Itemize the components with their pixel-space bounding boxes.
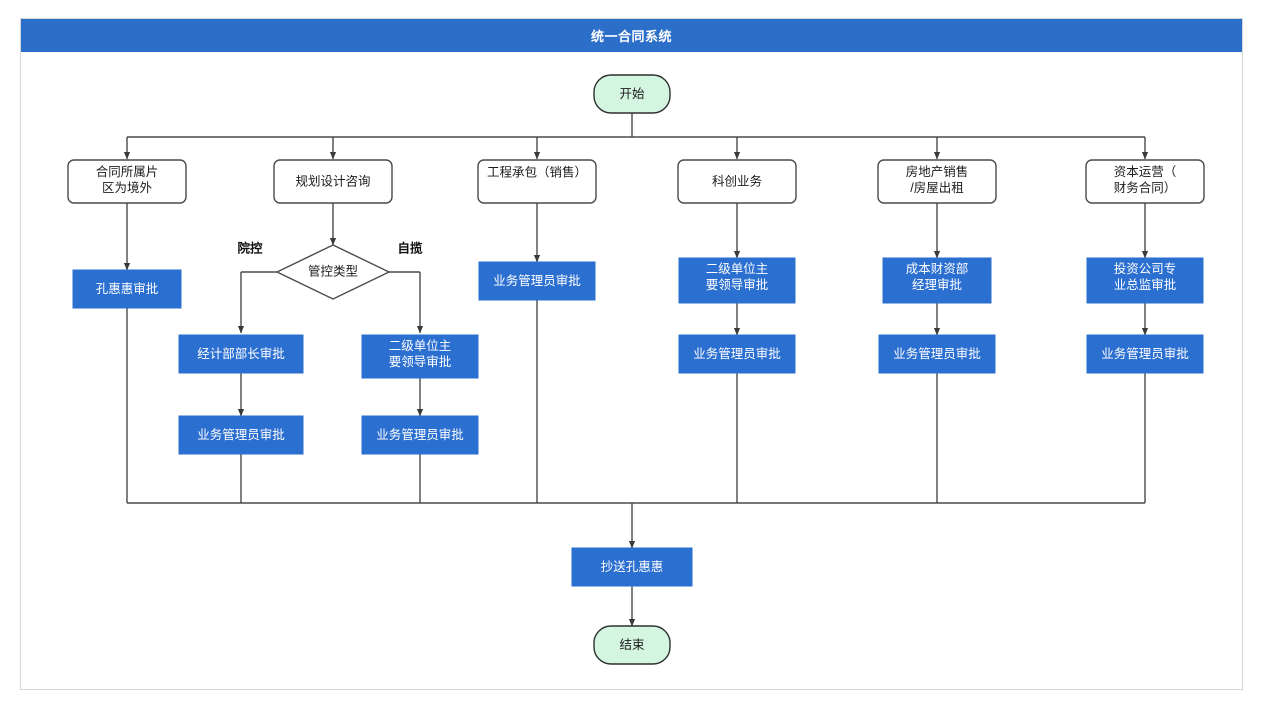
node-end[interactable]: 结束 bbox=[593, 625, 671, 665]
node-start-label: 开始 bbox=[619, 87, 645, 101]
node-end-label: 结束 bbox=[619, 638, 645, 652]
node-category-3-line1: 工程承包（销售） bbox=[487, 164, 587, 179]
node-b6-step-1-line1: 投资公司专业总监审批 bbox=[1114, 261, 1177, 292]
node-b6-step-2-label: 业务管理员审批 bbox=[1101, 346, 1189, 361]
node-b4-step-2[interactable]: 业务管理员审批 bbox=[678, 334, 796, 374]
node-final-action-label: 抄送孔惠惠 bbox=[601, 559, 664, 574]
node-b2-right-step-1[interactable]: 二级单位主要领导审批 bbox=[361, 334, 479, 379]
node-b1-step-1-label: 孔惠惠审批 bbox=[96, 281, 159, 296]
node-b6-step-1[interactable]: 投资公司专业总监审批 bbox=[1086, 257, 1204, 304]
node-b6-step-2[interactable]: 业务管理员审批 bbox=[1086, 334, 1204, 374]
node-b1-step-1[interactable]: 孔惠惠审批 bbox=[72, 269, 182, 309]
node-decision[interactable]: 管控类型 bbox=[275, 244, 391, 300]
page-title: 统一合同系统 bbox=[590, 29, 672, 44]
node-b2-right-step-1-line1: 二级单位主要领导审批 bbox=[389, 338, 452, 369]
node-category-4[interactable]: 科创业务 bbox=[677, 159, 797, 204]
node-category-4-label: 科创业务 bbox=[712, 173, 762, 188]
node-b2-right-step-2[interactable]: 业务管理员审批 bbox=[361, 415, 479, 455]
node-b4-step-2-label: 业务管理员审批 bbox=[693, 346, 781, 361]
node-category-5-line1: 房地产销售/房屋出租 bbox=[906, 164, 969, 195]
node-b3-step-1-label: 业务管理员审批 bbox=[493, 273, 581, 288]
node-category-2[interactable]: 规划设计咨询 bbox=[273, 159, 393, 204]
node-b2-left-step-2-label: 业务管理员审批 bbox=[197, 427, 285, 442]
node-b2-left-step-2[interactable]: 业务管理员审批 bbox=[178, 415, 304, 455]
node-b3-step-1[interactable]: 业务管理员审批 bbox=[478, 261, 596, 301]
node-category-5[interactable]: 房地产销售/房屋出租 bbox=[877, 159, 997, 204]
decision-label-left: 院控 bbox=[237, 240, 263, 255]
node-b4-step-1-line1: 二级单位主要领导审批 bbox=[706, 261, 769, 292]
connector-layer bbox=[123, 113, 1149, 627]
node-category-6[interactable]: 资本运营（财务合同） bbox=[1085, 159, 1205, 204]
node-b5-step-1[interactable]: 成本财资部经理审批 bbox=[882, 257, 992, 304]
node-b4-step-1[interactable]: 二级单位主要领导审批 bbox=[678, 257, 796, 304]
decision-label-right: 自揽 bbox=[397, 240, 423, 255]
node-b5-step-1-line1: 成本财资部经理审批 bbox=[906, 261, 969, 292]
node-b5-step-2-label: 业务管理员审批 bbox=[893, 346, 981, 361]
node-category-1[interactable]: 合同所属片区为境外 bbox=[67, 159, 187, 204]
node-category-6-line1: 资本运营（财务合同） bbox=[1114, 165, 1177, 195]
node-category-1-line1: 合同所属片区为境外 bbox=[96, 164, 159, 195]
node-b2-left-step-1[interactable]: 经计部部长审批 bbox=[178, 334, 304, 374]
node-b2-right-step-2-label: 业务管理员审批 bbox=[376, 427, 464, 442]
node-b5-step-2[interactable]: 业务管理员审批 bbox=[878, 334, 996, 374]
node-final-action[interactable]: 抄送孔惠惠 bbox=[571, 547, 693, 587]
node-category-2-label: 规划设计咨询 bbox=[295, 173, 370, 188]
window-title-bar: 统一合同系统 bbox=[21, 19, 1242, 52]
node-b2-left-step-1-label: 经计部部长审批 bbox=[197, 346, 285, 361]
node-category-3[interactable]: 工程承包（销售） bbox=[477, 159, 597, 204]
node-start[interactable]: 开始 bbox=[593, 74, 671, 114]
node-decision-label: 管控类型 bbox=[308, 263, 358, 278]
